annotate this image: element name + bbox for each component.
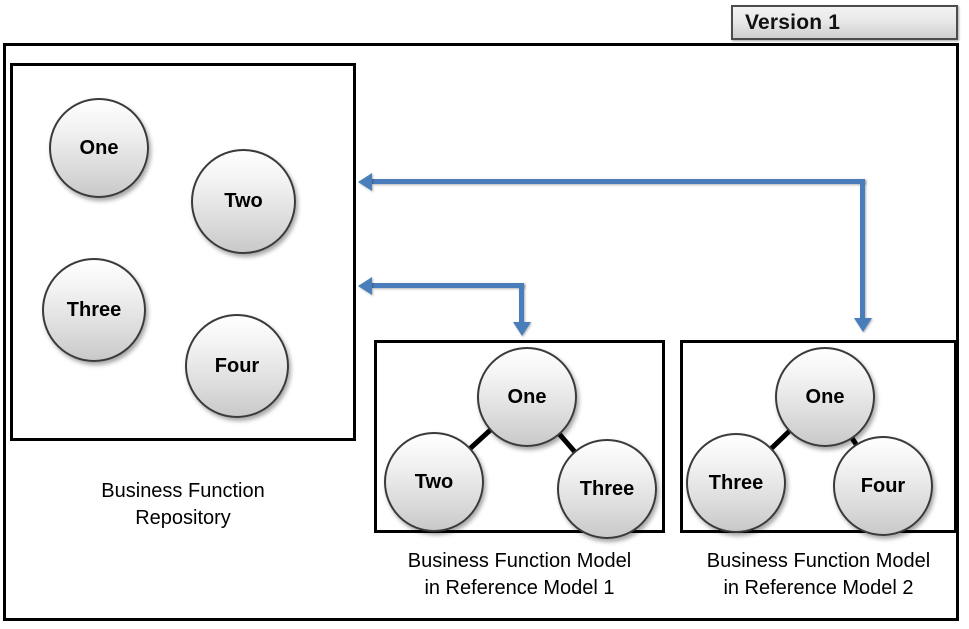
business-function-model-2-caption: Business Function Model in Reference Mod… xyxy=(706,550,931,599)
node-label: Three xyxy=(579,477,635,500)
arrow-repository-to-model2-head-left xyxy=(358,172,372,191)
node-model2-four[interactable]: Four xyxy=(833,436,933,536)
arrow-repository-to-model1-head-down xyxy=(512,322,531,336)
arrow-repository-to-model2-vertical-segment xyxy=(860,179,865,318)
node-repository-three[interactable]: Three xyxy=(42,258,146,362)
node-label: Two xyxy=(224,190,263,212)
node-model1-three[interactable]: Three xyxy=(557,439,657,539)
node-label: Two xyxy=(414,470,454,493)
arrow-repository-to-model2-head-down xyxy=(853,318,872,332)
node-repository-four[interactable]: Four xyxy=(185,314,289,418)
arrow-repository-to-model1-vertical-segment xyxy=(519,283,524,322)
node-label: One xyxy=(805,385,845,408)
node-label: One xyxy=(507,385,547,408)
node-label: Three xyxy=(708,471,764,494)
node-label: Four xyxy=(860,474,906,497)
business-function-model-1-caption: Business Function Model in Reference Mod… xyxy=(407,550,632,599)
node-label: Four xyxy=(214,354,260,377)
node-model2-three[interactable]: Three xyxy=(686,433,786,533)
node-label: One xyxy=(79,136,119,159)
arrow-repository-to-model1-horizontal-segment xyxy=(372,283,524,288)
node-repository-two[interactable]: Two xyxy=(191,149,296,254)
node-model1-one[interactable]: One xyxy=(477,347,577,447)
business-function-repository-caption: Business Function Repository xyxy=(101,480,265,529)
node-label: Three xyxy=(66,298,122,321)
node-model2-one[interactable]: One xyxy=(775,347,875,447)
arrow-repository-to-model2-horizontal-segment xyxy=(372,179,865,184)
version-tab-label: Version 1 xyxy=(745,10,841,34)
node-repository-one[interactable]: One xyxy=(49,98,149,198)
node-model1-two[interactable]: Two xyxy=(384,432,484,532)
arrow-repository-to-model1-head-left xyxy=(358,276,372,295)
version-tab: Version 1 xyxy=(731,5,958,40)
